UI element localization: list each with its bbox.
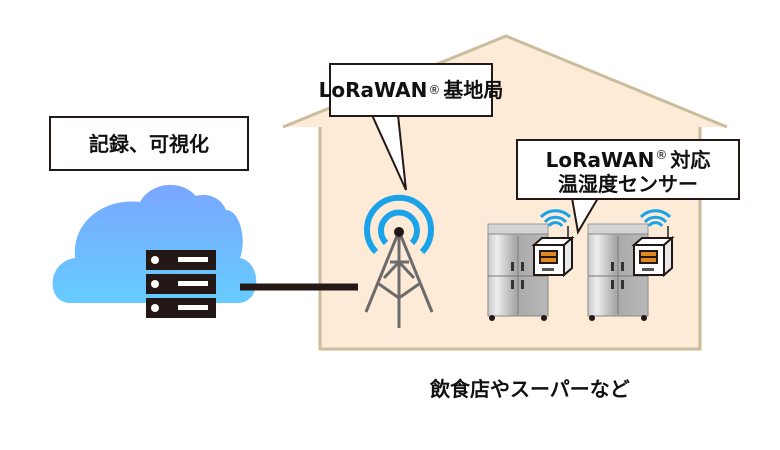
sensor-text-prefix: LoRaWAN [545,148,655,172]
record-visualize-label: 記録、可視化 [49,116,249,171]
base-station-label: LoRaWAN®基地局 [319,63,503,117]
base-station-text-prefix: LoRaWAN [318,78,428,102]
registered-mark: ® [428,83,441,97]
sensor-text-suffix: 対応 [670,148,711,172]
base-station-text-suffix: 基地局 [443,78,504,102]
wifi-signal-icon [639,209,672,228]
record-visualize-text: 記録、可視化 [89,131,209,156]
antenna-tower-icon [364,194,434,328]
sensor-label: LoRaWAN®対応 温湿度センサー [516,139,740,200]
sensor-label-line2: 温湿度センサー [558,172,698,196]
location-caption: 飲食店やスーパーなど [430,377,630,401]
registered-mark: ® [655,148,668,162]
sensor-device-icon [631,226,675,278]
server-icon [146,250,216,318]
sensor-device-icon [531,226,575,278]
sensor-label-line1: LoRaWAN®対応 [546,143,711,172]
wifi-signal-icon [539,209,572,228]
cloud-icon [52,184,257,303]
